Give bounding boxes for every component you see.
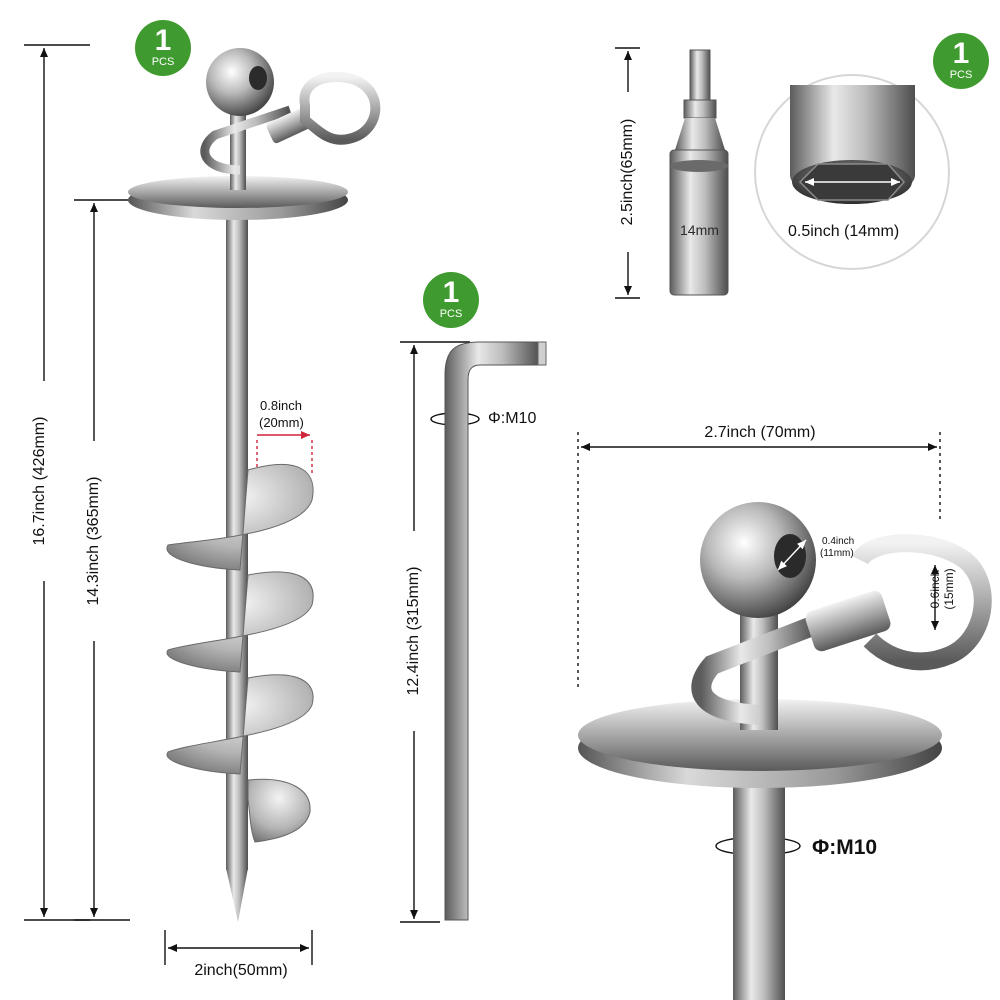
socket-adapter: [669, 49, 729, 296]
shaft-diameter-label: Φ:M10: [812, 836, 878, 859]
plate-diameter-label: 2.7inch (70mm): [660, 424, 860, 442]
badge-count: 1: [154, 24, 172, 57]
helix-diameter-label: 2inch(50mm): [194, 962, 288, 979]
head-detail: [578, 502, 992, 1000]
total-length-label: 16.7inch (426mm): [31, 381, 49, 581]
badge-unit: PCS: [949, 69, 973, 81]
quantity-badge-rod: 1 PCS: [423, 272, 479, 328]
shaft-length-label: 14.3inch (365mm): [85, 441, 103, 641]
socket-size-marking: 14mm: [680, 222, 719, 238]
socket-length-label: 2.5inch(65mm): [619, 92, 637, 252]
badge-count: 1: [442, 276, 460, 309]
blade-width-marker: [256, 431, 313, 475]
badge-count: 1: [952, 37, 970, 70]
swivel-size-label-inch: 0.6inch: [928, 569, 942, 609]
quantity-badge-socket: 1 PCS: [933, 33, 989, 89]
swivel-size-label-mm: (15mm): [942, 568, 956, 610]
hex-rod: [444, 341, 547, 921]
rod-diameter-label: Φ:M10: [488, 410, 537, 427]
ground-anchor: [128, 48, 381, 922]
blade-width-label-inch: 0.8inch: [260, 398, 302, 413]
quantity-badge-anchor: 1 PCS: [135, 20, 191, 76]
badge-unit: PCS: [151, 56, 175, 68]
helix-blades: [166, 463, 314, 843]
badge-unit: PCS: [439, 308, 463, 320]
socket-opening-label: 0.5inch (14mm): [788, 223, 900, 240]
socket-opening-closeup: [754, 74, 950, 270]
hole-size-label-inch: 0.4inch: [822, 536, 855, 547]
blade-width-label-mm: (20mm): [259, 415, 304, 430]
hole-size-label-mm: (11mm): [820, 548, 854, 559]
rod-length-label: 12.4inch (315mm): [405, 531, 423, 731]
